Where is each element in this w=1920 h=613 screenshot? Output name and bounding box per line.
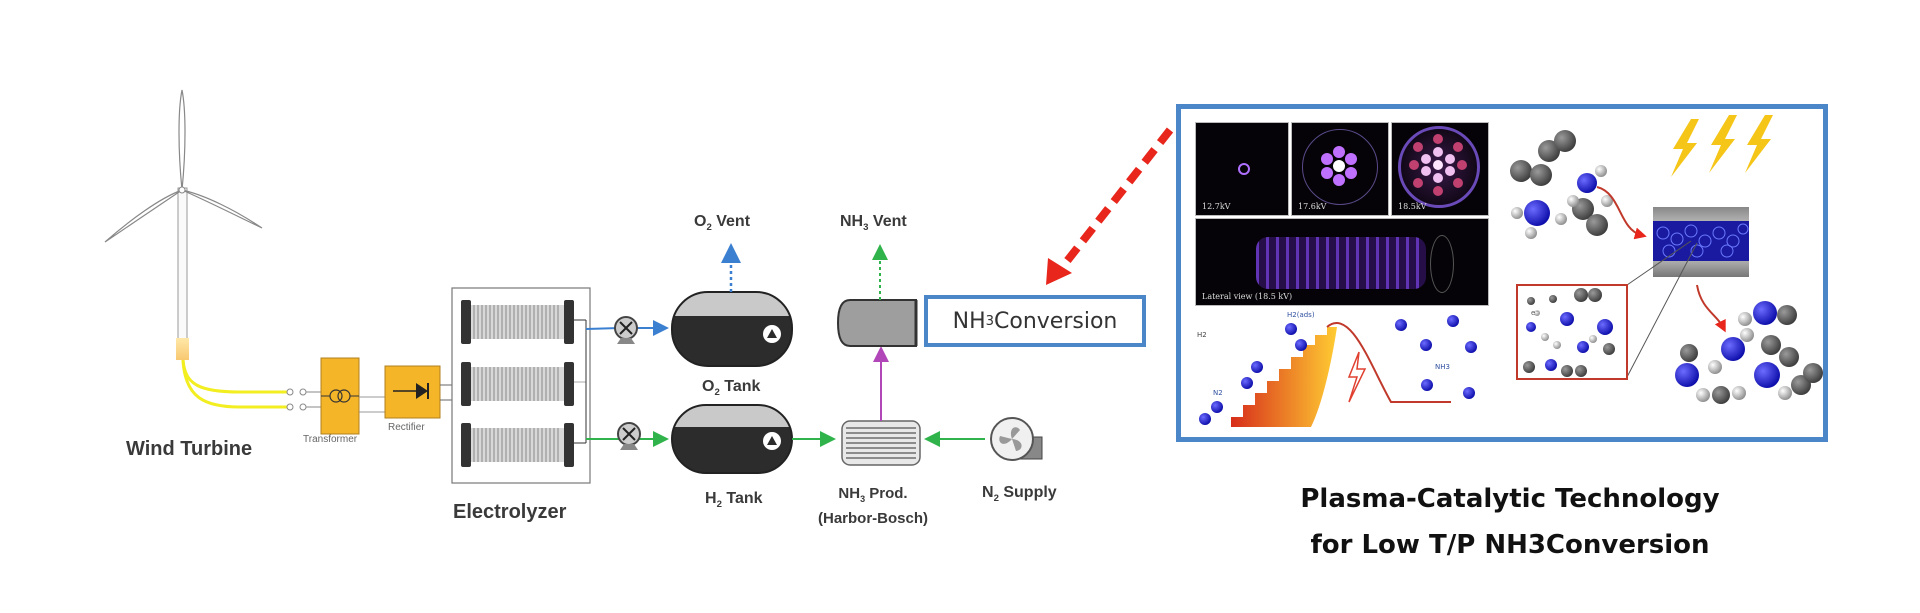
h-ads-label: H2(ads)	[1287, 311, 1315, 319]
catalyst-zoom-inset: e⁻	[1516, 284, 1628, 380]
label-text: N	[982, 484, 994, 501]
catalysis-illustration: e⁻	[1510, 115, 1823, 404]
catalyst-bed-icon	[1653, 207, 1749, 277]
lightning-icon	[1671, 115, 1773, 177]
nh3-label: NH3	[1435, 363, 1450, 371]
electrolyzer-icon	[451, 287, 591, 484]
plasma-technology-panel: 12.7kV 17.6kV 18.5kV Lateral view (18.5 …	[1176, 104, 1828, 442]
wind-turbine-icon	[104, 89, 263, 360]
label-text: Tank	[719, 378, 761, 395]
rectifier-label: Rectifier	[388, 422, 425, 433]
h2-tank-label: H2 Tank	[705, 490, 763, 510]
technology-caption-line1: Plasma-Catalytic Technology	[1300, 484, 1720, 514]
reaction-energy-diagram: H2 H2(ads) N2 NH3	[1197, 311, 1477, 427]
power-cable	[181, 359, 287, 394]
label-text: NH	[840, 213, 864, 230]
nh3-prod-label: NH3 Prod. (Harbor-Bosch)	[818, 484, 928, 528]
wind-turbine-label: Wind Turbine	[126, 438, 253, 460]
voltage-label: 18.5kV	[1398, 202, 1427, 211]
voltage-label: 12.7kV	[1202, 202, 1231, 211]
plasma-lateral-view-image: Lateral view (18.5 kV)	[1195, 218, 1489, 306]
o2-vent-label: O2 Vent	[694, 213, 750, 233]
plasma-image-12kv: 12.7kV	[1195, 122, 1289, 216]
technology-caption-line2: for Low T/P NH3Conversion	[1310, 530, 1710, 560]
h2-tank-icon	[671, 404, 793, 474]
label-subscript: 3	[863, 222, 869, 234]
plasma-image-17kv: 17.6kV	[1291, 122, 1389, 216]
n2-blower-icon	[990, 417, 1043, 461]
nh3-storage-icon	[836, 299, 918, 347]
n2-supply-label: N2 Supply	[982, 484, 1057, 504]
label-text: Prod.	[865, 485, 908, 502]
label-text: O	[694, 213, 707, 230]
o2-tank-icon	[671, 291, 793, 367]
label-subscript: 3	[985, 313, 995, 329]
label-subscript: 2	[706, 222, 712, 234]
transformer-label: Transformer	[303, 434, 358, 445]
label-subscript: 2	[716, 499, 722, 511]
label-subscript: 2	[714, 387, 720, 399]
label-text: Conversion	[994, 308, 1118, 334]
nh3-molecules	[1395, 315, 1477, 399]
label-text: Tank	[721, 490, 763, 507]
product-molecules	[1675, 301, 1823, 404]
transformer-icon	[320, 357, 360, 435]
h2-label: H2	[1197, 331, 1207, 339]
rectifier-icon	[384, 365, 441, 419]
label-text: H	[705, 490, 717, 507]
label-subscript: 3	[860, 494, 866, 504]
label-text: O	[702, 378, 715, 395]
nh3-production-reactor-icon	[841, 420, 921, 466]
svg-text:e⁻: e⁻	[1531, 309, 1539, 317]
label-text: Supply	[998, 484, 1057, 501]
n2-molecules	[1199, 323, 1307, 425]
label-text: Vent	[868, 213, 907, 230]
switch-icon	[286, 388, 321, 411]
voltage-label: 17.6kV	[1298, 202, 1327, 211]
electrolyzer-label: Electrolyzer	[453, 501, 567, 523]
pump-icon	[614, 316, 638, 344]
view-label: Lateral view (18.5 kV)	[1202, 292, 1293, 301]
callout-arrowhead	[1046, 258, 1072, 285]
nh3-vent-label: NH3 Vent	[840, 213, 907, 233]
label-text: NH	[838, 485, 861, 502]
plasma-image-18kv: 18.5kV	[1391, 122, 1489, 216]
label-text: NH	[952, 308, 986, 334]
callout-arrow	[1056, 127, 1174, 273]
power-cable	[181, 359, 287, 409]
label-text: Vent	[711, 213, 751, 230]
label-subscript: 2	[993, 493, 999, 505]
reactant-molecules	[1510, 130, 1613, 239]
pump-icon	[617, 422, 641, 450]
n2-label: N2	[1213, 389, 1223, 397]
label-text: (Harbor-Bosch)	[818, 510, 929, 527]
o2-tank-label: O2 Tank	[702, 378, 760, 398]
